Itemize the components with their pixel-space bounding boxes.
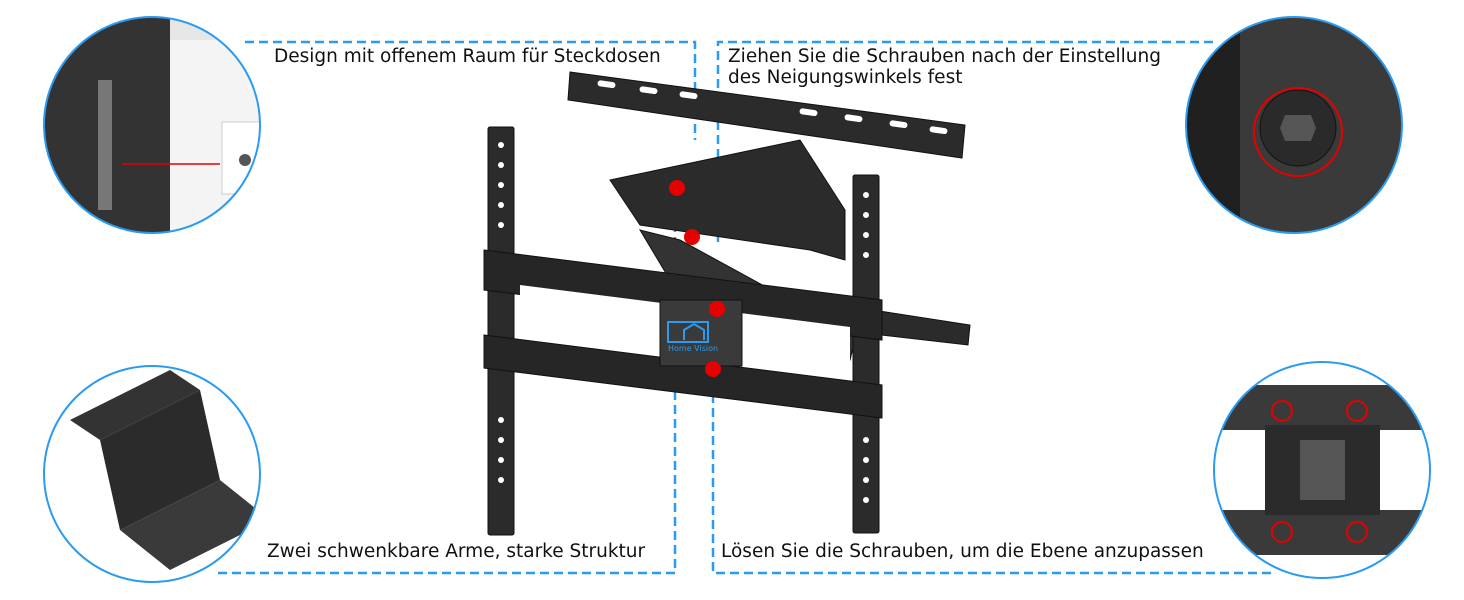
tv-bracket-left xyxy=(487,126,515,536)
tv-bracket-right xyxy=(852,174,880,534)
red-dot xyxy=(709,301,725,317)
detail-circle-outlets xyxy=(43,16,261,234)
red-dot xyxy=(669,180,685,196)
label-open-space: Design mit offenem Raum für Steckdosen xyxy=(274,46,661,67)
label-tighten-screws-line2: des Neigungswinkels fest xyxy=(728,67,963,88)
arm-upper xyxy=(609,139,846,261)
wall-plate xyxy=(567,71,966,159)
tv-mount xyxy=(483,71,971,536)
home-vision-logo xyxy=(667,321,709,343)
detail-circle-level-screws xyxy=(1213,361,1431,579)
logo-text: Home Vision xyxy=(668,344,719,353)
crossbar-top xyxy=(483,249,883,341)
red-dot xyxy=(684,229,700,245)
detail-circle-tilt-screw xyxy=(1185,16,1403,234)
red-markers xyxy=(669,180,725,377)
callout-bottom-left xyxy=(215,195,677,575)
callout-top-left xyxy=(245,40,697,140)
detail-circle-arms xyxy=(43,365,261,583)
callout-top-right xyxy=(716,40,1218,242)
label-swivel-arms: Zwei schwenkbare Arme, starke Struktur xyxy=(267,541,646,562)
label-level-adjust: Lösen Sie die Schrauben, um die Ebene an… xyxy=(721,541,1204,562)
callout-bottom-right xyxy=(711,380,1275,575)
center-plate xyxy=(659,299,743,367)
red-dot xyxy=(705,361,721,377)
crossbar-bottom xyxy=(483,334,883,419)
label-tighten-screws-line1: Ziehen Sie die Schrauben nach der Einste… xyxy=(728,46,1161,67)
